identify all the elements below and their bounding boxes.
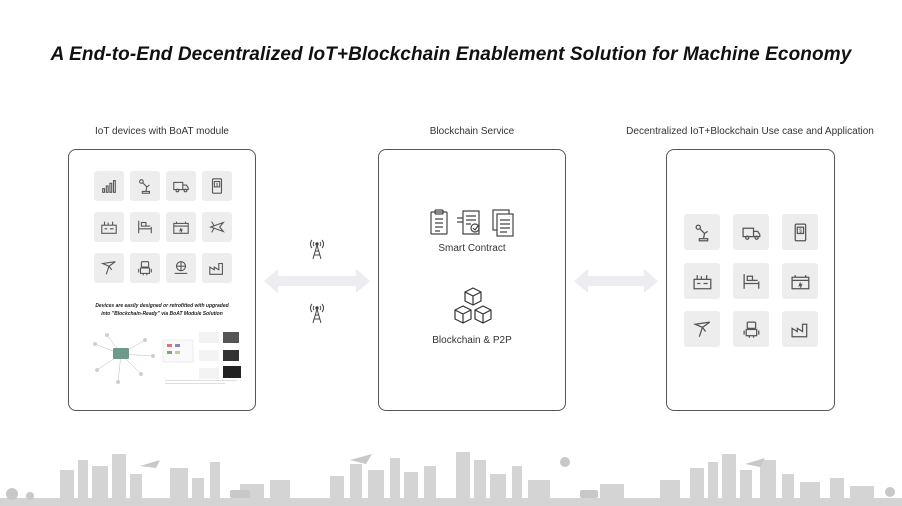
documents-icon <box>492 209 514 237</box>
city-skyline-illustration <box>0 452 902 506</box>
blockchain-cubes-icon <box>454 287 492 324</box>
column-label-iot: IoT devices with BoAT module <box>95 126 229 137</box>
smart-meter-icon <box>684 263 720 299</box>
retrofit-note-line2: into "Blockchain-Ready" via BoAT Module … <box>101 311 223 317</box>
signal-bars-icon <box>94 171 124 201</box>
truck-icon <box>166 171 196 201</box>
factory-icon <box>202 253 232 283</box>
payment-terminal-icon: $ <box>782 214 818 250</box>
hospital-bed-icon <box>130 212 160 242</box>
blockchain-p2p-label: Blockchain & P2P <box>432 335 512 346</box>
truck-icon <box>733 214 769 250</box>
blockchain-service-panel: Smart Contract Blockchain & P2P <box>378 149 566 411</box>
robot-icon <box>130 253 160 283</box>
airplane-icon <box>202 212 232 242</box>
use-case-panel: $ <box>666 149 835 411</box>
svg-text:$: $ <box>799 228 802 234</box>
factory-icon <box>782 311 818 347</box>
boat-module-diagram <box>93 332 241 384</box>
radio-tower-icon <box>310 303 324 324</box>
globe-hand-icon <box>166 253 196 283</box>
drone-icon <box>94 253 124 283</box>
robot-arm-icon <box>684 214 720 250</box>
smart-meter-icon <box>94 212 124 242</box>
robot-icon <box>733 311 769 347</box>
smart-contract-label: Smart Contract <box>438 243 506 254</box>
hospital-bed-icon <box>733 263 769 299</box>
payment-terminal-icon: $ <box>202 171 232 201</box>
battery-icon <box>166 212 196 242</box>
drone-icon <box>684 311 720 347</box>
iot-devices-panel: $ Devices are easily designed or retrofi… <box>68 149 256 411</box>
robot-arm-icon <box>130 171 160 201</box>
contract-icons <box>430 209 514 237</box>
blockchain-to-usecase-arrow <box>574 269 658 293</box>
iot-to-blockchain-arrow <box>264 269 370 293</box>
radio-tower-icon <box>310 239 324 260</box>
page-title: A End-to-End Decentralized IoT+Blockchai… <box>50 44 852 65</box>
column-label-usecase: Decentralized IoT+Blockchain Use case an… <box>626 126 874 137</box>
battery-icon <box>782 263 818 299</box>
column-label-blockchain: Blockchain Service <box>429 126 515 137</box>
certificate-icon <box>457 210 480 235</box>
clipboard-icon <box>430 209 448 235</box>
svg-text:$: $ <box>216 182 219 187</box>
retrofit-note-line1: Devices are easily designed or retrofitt… <box>95 303 229 309</box>
